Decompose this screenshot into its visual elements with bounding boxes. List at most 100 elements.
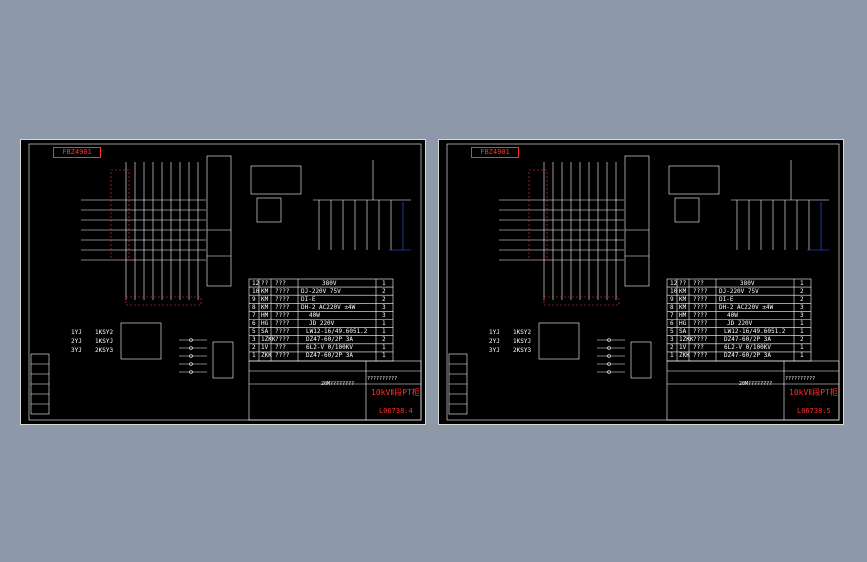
table-cell: 2 bbox=[252, 344, 256, 351]
relay-network bbox=[250, 165, 302, 195]
terminal-column bbox=[206, 155, 232, 287]
table-cell: HG bbox=[261, 320, 269, 327]
table-cell: 2 bbox=[382, 336, 386, 343]
switch-contact bbox=[607, 346, 611, 350]
table-cell: ???? bbox=[693, 296, 708, 303]
table-cell: KM bbox=[261, 288, 269, 295]
table-cell: 8 bbox=[252, 304, 256, 311]
table-cell: 10 bbox=[252, 288, 260, 295]
table-cell: 3 bbox=[670, 336, 674, 343]
table-cell: 1 bbox=[382, 280, 386, 287]
table-cell: ZKK bbox=[679, 352, 690, 359]
table-cell: DJ-220V 75V bbox=[301, 288, 341, 295]
table-cell: 6L2-V 0/100KV bbox=[724, 344, 771, 351]
table-cell: 2 bbox=[800, 288, 804, 295]
relay-label: 3YJ bbox=[489, 347, 500, 354]
table-cell: KM bbox=[261, 296, 269, 303]
table-cell: ZKK bbox=[261, 352, 272, 359]
table-cell: ???? bbox=[275, 336, 290, 343]
table-cell: 1 bbox=[800, 344, 804, 351]
table-cell: DZ47-60/2P 3A bbox=[306, 336, 353, 343]
switch-contact bbox=[189, 354, 193, 358]
drawing-title: 10kVⅡ段PT柜 bbox=[371, 388, 420, 397]
table-cell: 12 bbox=[670, 280, 678, 287]
switch-contact bbox=[607, 338, 611, 342]
table-cell: ???? bbox=[275, 352, 290, 359]
table-cell: 3 bbox=[252, 336, 256, 343]
scale-text: 20M???????? bbox=[321, 381, 355, 387]
drawing-sheet-left: FBZ4901 ?????????? 20M???????? 10kVⅡ段PT柜… bbox=[20, 139, 426, 425]
table-cell: ?? bbox=[679, 280, 687, 287]
relay-network bbox=[674, 197, 700, 223]
table-cell: LW12-16/49.6051.2 bbox=[306, 328, 368, 335]
relay-label: 1YJ bbox=[71, 329, 82, 336]
drawing-number: L06738.5 bbox=[797, 407, 831, 415]
legend-block bbox=[120, 322, 162, 360]
relay-label: 3YJ bbox=[71, 347, 82, 354]
project-text: ?????????? bbox=[785, 376, 816, 382]
table-cell: LW12-16/49.6051.2 bbox=[724, 328, 786, 335]
table-cell: ???? bbox=[693, 288, 708, 295]
frame-border bbox=[446, 143, 840, 421]
table-cell: ???? bbox=[275, 288, 290, 295]
table-cell: DI-E bbox=[301, 296, 316, 303]
terminal-strip bbox=[543, 296, 620, 306]
table-cell: 1ZKK bbox=[261, 336, 276, 343]
table-cell: ??? bbox=[275, 344, 286, 351]
relay-label: 2KSY3 bbox=[513, 347, 532, 354]
relay-label: 1KSY2 bbox=[513, 329, 532, 336]
relay-label: 2YJ bbox=[489, 338, 500, 345]
table-cell: 7 bbox=[252, 312, 256, 319]
table-cell: 3 bbox=[800, 312, 804, 319]
legend-block bbox=[538, 322, 580, 360]
table-cell: 40W bbox=[309, 312, 320, 319]
relay-label: 2YJ bbox=[71, 338, 82, 345]
table-cell: HM bbox=[261, 312, 269, 319]
table-cell: 1 bbox=[800, 328, 804, 335]
table-cell: 1 bbox=[382, 320, 386, 327]
relay-label: 1KSY2 bbox=[95, 329, 114, 336]
table-cell: KM bbox=[261, 304, 269, 311]
reference-tag: FBZ4901 bbox=[53, 147, 101, 158]
schematic-right bbox=[446, 143, 840, 421]
relay-label: 2KSY3 bbox=[95, 347, 114, 354]
table-cell: 5 bbox=[252, 328, 256, 335]
drawing-sheet-right: FBZ4901 ?????????? 20M???????? 10kVⅡ段PT柜… bbox=[438, 139, 844, 425]
table-cell: 3 bbox=[382, 304, 386, 311]
table-cell: SA bbox=[261, 328, 269, 335]
table-cell: ???? bbox=[693, 328, 708, 335]
project-text: ?????????? bbox=[367, 376, 398, 382]
table-cell: 1 bbox=[382, 352, 386, 359]
table-cell: 2 bbox=[382, 296, 386, 303]
table-cell: 1 bbox=[800, 320, 804, 327]
switch-contact bbox=[607, 354, 611, 358]
table-cell: 9 bbox=[252, 296, 256, 303]
table-cell: ??? bbox=[693, 344, 704, 351]
reference-tag: FBZ4901 bbox=[471, 147, 519, 158]
table-cell: 1 bbox=[800, 352, 804, 359]
drawing-number: L06738.4 bbox=[379, 407, 413, 415]
table-cell: 1V bbox=[679, 344, 687, 351]
table-cell: 1V bbox=[261, 344, 269, 351]
table-cell: 1 bbox=[382, 328, 386, 335]
switch-contact bbox=[189, 362, 193, 366]
table-cell: 12 bbox=[252, 280, 260, 287]
table-cell: 8 bbox=[670, 304, 674, 311]
relay-network bbox=[668, 165, 720, 195]
table-cell: 1 bbox=[252, 352, 256, 359]
table-cell: 3 bbox=[800, 304, 804, 311]
table-cell: 2 bbox=[670, 344, 674, 351]
table-cell: 6L2-V 0/100KV bbox=[306, 344, 353, 351]
relay-box bbox=[528, 169, 548, 261]
table-cell: 6 bbox=[252, 320, 256, 327]
table-cell: ???? bbox=[275, 328, 290, 335]
table-cell: 10 bbox=[670, 288, 678, 295]
table-cell: 380V bbox=[322, 280, 337, 287]
switch-contact bbox=[189, 346, 193, 350]
relay-label: 1KSYJ bbox=[513, 338, 532, 345]
table-cell: KM bbox=[679, 304, 687, 311]
table-cell: HM bbox=[679, 312, 687, 319]
table-cell: ???? bbox=[693, 304, 708, 311]
table-cell: 2 bbox=[800, 336, 804, 343]
table-cell: KM bbox=[679, 288, 687, 295]
